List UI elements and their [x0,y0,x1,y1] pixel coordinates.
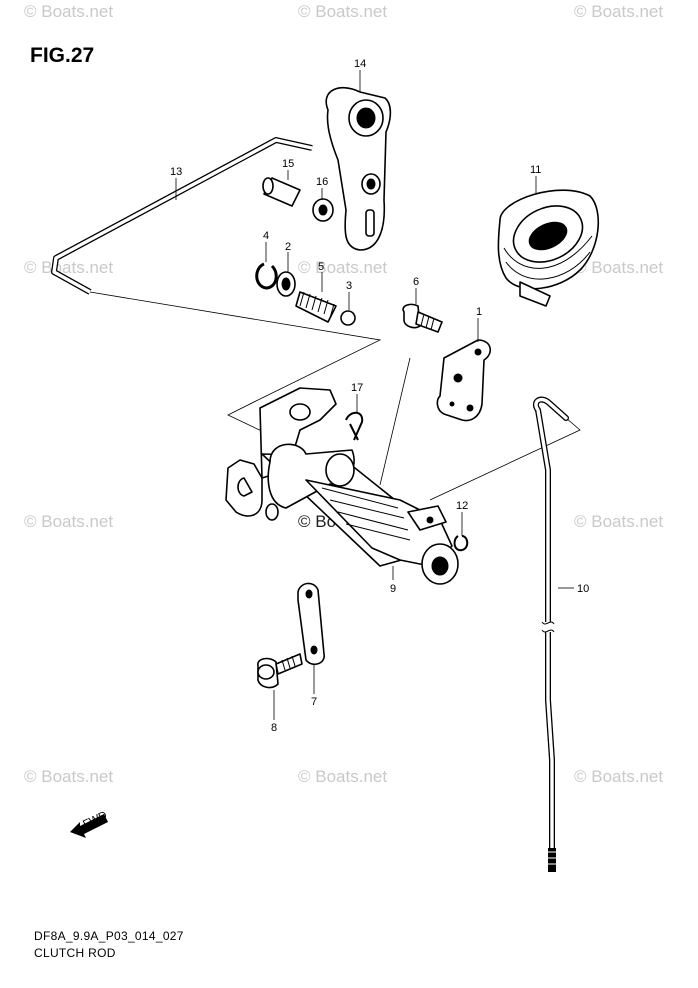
part-8-bolt [257,653,303,689]
part-14-shift-lever [325,86,392,251]
callout-15: 15 [282,158,294,170]
callout-1: 1 [476,306,482,318]
watermark: © Boats.net [24,2,114,21]
watermark: © Boats.net [298,258,388,277]
watermark: © Boats.net [574,512,664,531]
watermark: © Boats.net [574,767,664,786]
leader-lines [175,70,574,720]
part-13-rod [51,137,313,295]
callout-8: 8 [271,722,277,734]
watermark: © Boats.net [298,767,388,786]
watermark: © Boats.net [574,258,664,277]
diagram-code: DF8A_9.9A_P03_014_027 [34,929,184,943]
callout-14: 14 [354,58,366,70]
callout-5: 5 [318,261,324,273]
part-7-link-plate [297,582,325,666]
watermark: © Boats.net [574,2,664,21]
part-6-bolt [402,303,443,333]
callout-4: 4 [263,230,269,242]
part-10-clutch-rod [532,396,569,872]
callout-labels: 1 2 3 4 5 6 7 8 9 10 11 12 13 14 15 16 1… [170,58,589,734]
watermark: © Boats.net [24,767,114,786]
part-1-bracket [436,339,491,422]
callout-7: 7 [311,696,317,708]
callout-2: 2 [285,241,291,253]
part-16-washer [312,198,334,222]
part-9-clutch-shaft [225,387,459,585]
diagram-name: CLUTCH ROD [34,946,116,960]
callout-12: 12 [456,500,468,512]
part-4-circlip [255,262,278,290]
callout-6: 6 [413,276,419,288]
figure-title: FIG.27 [30,44,95,67]
callout-9: 9 [390,583,396,595]
part-15-pin [262,177,301,207]
part-3-ball [340,310,356,326]
part-11-grommet [497,189,600,307]
watermark: © Boats.net [24,512,114,531]
callout-10: 10 [577,583,589,595]
callout-17: 17 [351,382,363,394]
callout-16: 16 [316,176,328,188]
callout-3: 3 [346,280,352,292]
fwd-arrow-icon: FWD [70,809,109,838]
watermark: © Boats.net [298,2,388,21]
part-5-spring [295,291,337,323]
callout-11: 11 [530,164,541,176]
watermark: © Boats.net [24,258,114,277]
part-17-cotter-pin [345,411,364,441]
part-12-clip [453,535,469,552]
callout-13: 13 [170,166,182,178]
part-2-washer [276,271,296,297]
